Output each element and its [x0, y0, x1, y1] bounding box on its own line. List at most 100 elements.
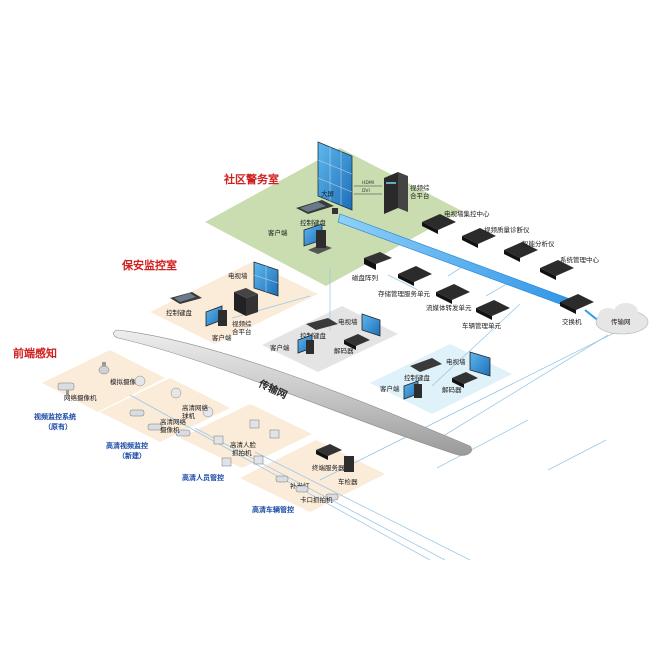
cloud-icon [595, 303, 649, 335]
mid-keyboard-label: 控制键盘 [300, 331, 327, 340]
zone-title-frontend: 前端感知 [13, 346, 57, 360]
analog-camera-label: 模拟摄像机 [110, 377, 143, 386]
transmission-network-tube [113, 329, 472, 456]
police-client-pc [303, 223, 332, 254]
system-management-unit [540, 260, 574, 280]
police-platform-label-2: 合平台 [410, 191, 430, 200]
system-management-label: 系统管理中心 [560, 255, 600, 264]
net-camera-label: 网络摄像机 [64, 393, 97, 402]
hd-net-camera-icon [129, 409, 145, 417]
hd-ball-label-2: 球机 [182, 411, 196, 420]
terminal-server-icon [316, 444, 342, 460]
zone-title-police: 社区警务室 [223, 172, 279, 186]
right-tvwall [469, 351, 491, 377]
right-keyboard-icon [410, 358, 442, 372]
blue-zone [370, 344, 512, 414]
storage-management-label: 存储管理服务单元 [378, 289, 431, 298]
stream-forward-unit [436, 284, 470, 304]
right-decoder-unit [452, 372, 478, 388]
smart-analyzer-label: 智能分析仪 [522, 239, 555, 248]
police-screen-label: 大屏 [321, 189, 335, 198]
police-keyboard-icon [296, 200, 334, 214]
gate-camera-label: 卡口抓拍机 [300, 495, 333, 504]
tvwall-control-label: 电视墙集控中心 [444, 209, 490, 218]
disk-array-label: 磁盘阵列 [352, 273, 378, 282]
analog-camera-icon [98, 362, 110, 375]
security-tvwall-label: 电视墙 [228, 271, 248, 280]
hd-net-label-2: 摄像机 [160, 425, 180, 434]
security-keyboard-label: 控制键盘 [166, 308, 193, 317]
net-camera-icon [57, 382, 75, 395]
disk-array-unit [364, 252, 392, 270]
tvwall-control-unit [422, 214, 456, 234]
hd-ball-label-1: 高清网络 [182, 403, 209, 412]
face-capture-icon-2 [213, 435, 224, 445]
vehicle-management-label: 车辆管理单元 [462, 321, 502, 330]
terminal-server-label: 终端服务器 [312, 463, 345, 472]
right-keyboard-label: 控制键盘 [404, 373, 431, 382]
right-tvwall-label: 电视墙 [446, 357, 466, 366]
flash-light-icon [275, 475, 289, 483]
mid-keyboard-icon [306, 318, 338, 330]
face-capture-icon-5 [221, 457, 232, 467]
dome-camera-icon-1 [134, 375, 146, 387]
security-client-label: 客户端 [212, 333, 232, 342]
police-video-wall [317, 141, 353, 214]
hdmi-label: HDMI [362, 180, 374, 186]
security-client-pc [205, 305, 227, 327]
vehicle-detector-label: 车检器 [338, 477, 358, 486]
police-platform-rack [384, 172, 408, 214]
cloud-label: 传输网 [611, 317, 631, 326]
right-client-label: 客户端 [380, 384, 400, 393]
smart-analyzer-unit [504, 242, 538, 262]
group-legacy-title-1: 视频监控系统 [34, 412, 76, 421]
security-tvwall [253, 261, 279, 297]
police-platform-label-1: 视频综 [410, 183, 430, 192]
security-platform-label-2: 合平台 [232, 327, 252, 336]
face-capture-label-1: 高清人脸 [230, 440, 257, 449]
security-platform-rack [234, 288, 258, 316]
right-client-pc [403, 380, 422, 400]
right-decoder-label: 解码器 [442, 385, 462, 394]
frontend-zone-2 [100, 378, 230, 442]
mid-client-pc [297, 334, 314, 354]
group-hd-video-title-2: （新建） [118, 451, 146, 460]
police-client-label: 客户端 [268, 228, 288, 237]
zone-title-security: 保安监控室 [121, 258, 177, 272]
face-capture-icon-4 [253, 455, 264, 465]
switch-unit [560, 294, 594, 314]
hd-ball-camera-icon-2 [202, 406, 214, 418]
vehicle-detector-icon [344, 456, 354, 472]
mid-client-label: 客户端 [270, 343, 290, 352]
connection-lines [129, 261, 621, 561]
frontend-zone-1 [42, 350, 165, 412]
hd-ball-camera-icon [170, 387, 182, 399]
hd-net-camera-icon-3 [175, 429, 191, 437]
vehicle-management-unit [476, 300, 510, 320]
group-hd-person-title: 高清人员管控 [182, 473, 224, 482]
switch-label: 交换机 [562, 317, 582, 326]
group-legacy-title-2: （原有） [44, 422, 72, 431]
quality-diagnosis-label: 视频质量诊断仪 [484, 225, 530, 234]
frontend-zone-3 [180, 404, 312, 468]
face-capture-icon-1 [249, 419, 260, 429]
hd-net-label-1: 高清网络 [160, 417, 187, 426]
flash-light-label: 补光灯 [290, 481, 310, 490]
gate-camera-icon [295, 485, 309, 493]
police-keyboard-label: 控制键盘 [300, 218, 327, 227]
group-hd-video-title-1: 高清视频监控 [106, 441, 148, 450]
security-platform-label-1: 视频综 [232, 319, 252, 328]
gate-camera-icon-2 [325, 493, 339, 501]
hd-net-camera-icon-2 [147, 423, 163, 431]
security-keyboard-icon [170, 292, 202, 304]
dvi-label: DVI [362, 188, 370, 194]
mid-tvwall [361, 313, 381, 337]
mid-decoder-unit [344, 334, 370, 350]
stream-forward-label: 流媒体转发单元 [426, 303, 472, 312]
quality-diagnosis-unit [462, 228, 496, 248]
group-hd-vehicle-title: 高清车辆管控 [252, 505, 294, 514]
mid-decoder-label: 解码器 [334, 346, 354, 355]
storage-management-unit [398, 266, 432, 286]
mid-tvwall-label: 电视墙 [338, 317, 358, 326]
